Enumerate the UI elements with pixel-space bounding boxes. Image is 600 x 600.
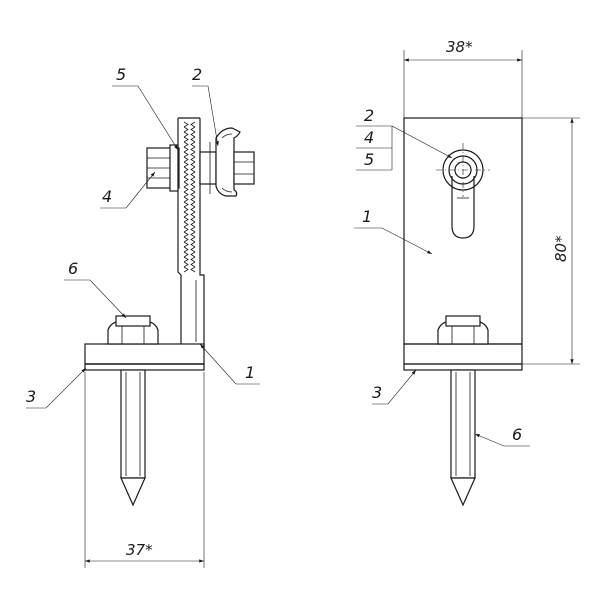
callout-5: 5 <box>116 65 126 84</box>
serration-tooth <box>183 236 189 243</box>
callout-2-front: 2 <box>364 106 374 125</box>
bolt-washer-left <box>146 144 180 192</box>
serration-tooth <box>183 221 189 228</box>
serration-tooth <box>190 196 196 203</box>
front-view: 2 4 5 1 3 6 38* 80* <box>354 38 580 507</box>
serration-tooth <box>183 201 189 208</box>
serration-tooth <box>190 146 196 153</box>
adjustment-slot <box>451 176 475 239</box>
serration-tooth <box>190 216 196 223</box>
serration-tooth <box>190 166 196 173</box>
dimension-37-label: 37* <box>126 541 153 559</box>
side-view: 5 2 4 6 3 1 37* <box>26 65 260 568</box>
serration-tooth <box>190 201 196 208</box>
serration-tooth <box>190 191 196 198</box>
serration-tooth <box>190 176 196 183</box>
serration-tooth <box>183 171 189 178</box>
dimension-37: 37* <box>84 372 205 568</box>
callout-6-front: 6 <box>512 425 522 444</box>
serration-tooth <box>183 156 189 163</box>
dimension-38-label: 38* <box>446 38 473 56</box>
clip-nut-right <box>199 127 255 197</box>
serration-tooth <box>183 226 189 233</box>
front-base-insulation <box>403 363 523 371</box>
callout-4: 4 <box>102 187 112 206</box>
serration-tooth <box>183 181 189 188</box>
serration-tooth <box>190 236 196 243</box>
serration-tooth <box>190 141 196 148</box>
anchor-screw-left <box>107 315 159 507</box>
serration-tooth <box>183 126 189 133</box>
serration-tooth <box>190 251 196 258</box>
callout-1: 1 <box>245 363 255 382</box>
right-callouts: 2 4 5 1 3 6 <box>354 106 530 447</box>
bracket-vertical-flange <box>177 117 205 350</box>
callout-3: 3 <box>26 387 36 406</box>
serration-tooth <box>190 261 196 268</box>
serration-tooth <box>183 136 189 143</box>
dimension-80-label: 80* <box>552 235 570 262</box>
bracket-base-plate <box>84 343 205 371</box>
serration-tooth <box>190 126 196 133</box>
serration-tooth <box>190 231 196 238</box>
serration-tooth <box>183 246 189 253</box>
serration-tooth <box>183 241 189 248</box>
dimension-80: 80* <box>522 117 580 365</box>
bolt-head-front <box>436 143 490 197</box>
front-base-plate <box>403 343 523 365</box>
serration-tooth <box>183 146 189 153</box>
serration-tooth <box>183 191 189 198</box>
serration-tooth <box>183 161 189 168</box>
anchor-screw-front <box>437 315 489 507</box>
serration-tooth <box>183 211 189 218</box>
serration-tooth <box>190 151 196 158</box>
serration-tooth <box>183 261 189 268</box>
serration-tooth <box>183 141 189 148</box>
serrations <box>183 121 196 273</box>
serration-tooth <box>190 256 196 263</box>
serration-tooth <box>183 256 189 263</box>
serration-tooth <box>183 251 189 258</box>
left-callouts: 5 2 4 6 3 1 <box>26 65 260 409</box>
callout-6: 6 <box>68 259 78 278</box>
dimension-38: 38* <box>403 38 523 118</box>
serration-tooth <box>190 211 196 218</box>
front-plate <box>403 117 523 345</box>
callout-5-front: 5 <box>364 150 374 169</box>
serration-tooth <box>190 161 196 168</box>
serration-tooth <box>183 231 189 238</box>
serration-tooth <box>190 246 196 253</box>
serration-tooth <box>190 131 196 138</box>
serration-tooth <box>190 241 196 248</box>
callout-2: 2 <box>192 65 202 84</box>
serration-tooth <box>190 156 196 163</box>
callout-3-front: 3 <box>372 383 382 402</box>
serration-tooth <box>183 266 189 273</box>
serration-tooth <box>183 186 189 193</box>
serration-tooth <box>190 266 196 273</box>
serration-tooth <box>190 226 196 233</box>
serration-tooth <box>190 221 196 228</box>
serration-tooth <box>183 216 189 223</box>
callout-4-front: 4 <box>364 128 374 147</box>
serration-tooth <box>183 121 189 128</box>
serration-tooth <box>190 186 196 193</box>
serration-tooth <box>190 171 196 178</box>
serration-tooth <box>183 166 189 173</box>
callout-1-front: 1 <box>362 207 372 226</box>
serration-tooth <box>183 151 189 158</box>
serration-tooth <box>190 206 196 213</box>
serration-tooth <box>183 131 189 138</box>
serration-tooth <box>190 136 196 143</box>
serration-tooth <box>183 196 189 203</box>
serration-tooth <box>190 181 196 188</box>
serration-tooth <box>183 206 189 213</box>
serration-tooth <box>190 121 196 128</box>
serration-tooth <box>183 176 189 183</box>
